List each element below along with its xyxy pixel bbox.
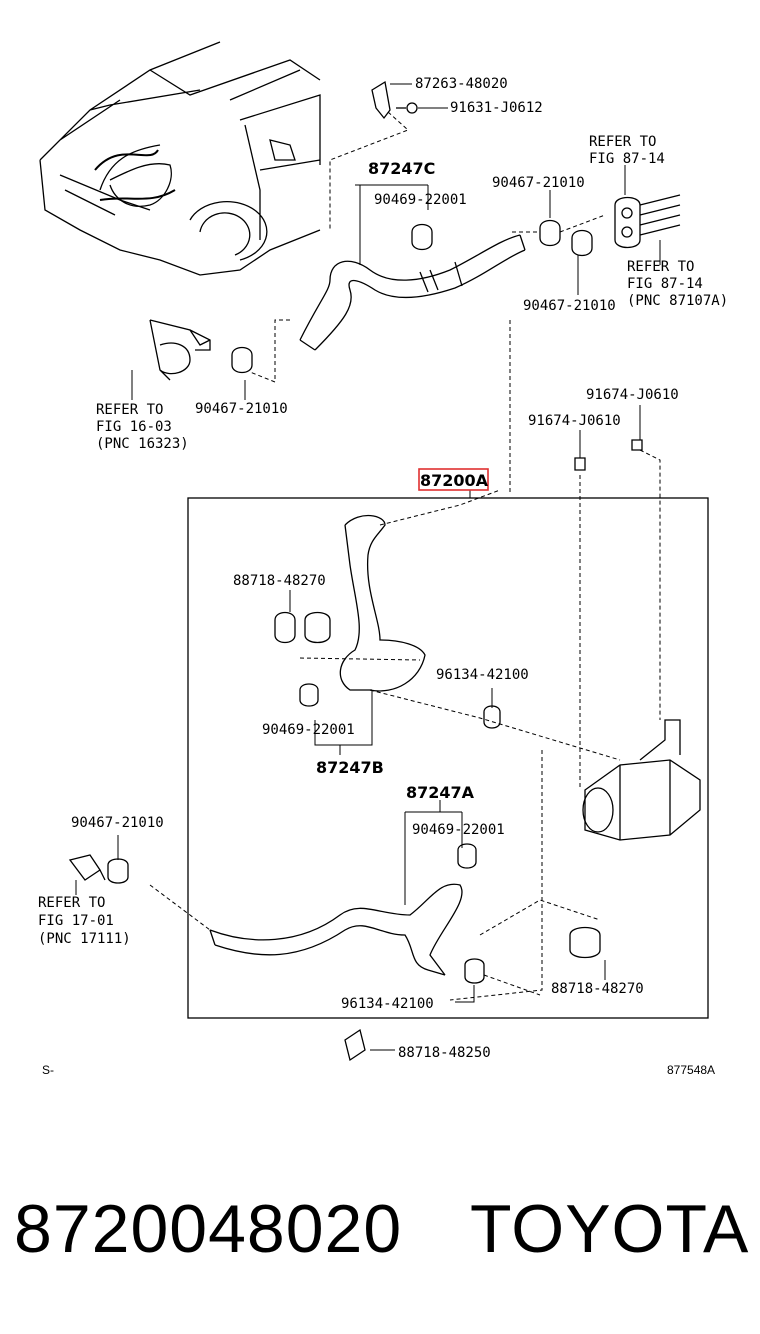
refer-note: FIG 16-03 xyxy=(96,419,172,435)
diagram-code-right: 877548A xyxy=(667,1063,715,1077)
callout-label: 91674-J0610 xyxy=(586,387,679,403)
callout-label: 91674-J0610 xyxy=(528,413,621,429)
callout-label: 90467-21010 xyxy=(523,298,616,314)
hose-87247c xyxy=(299,234,526,351)
bracket-icon xyxy=(371,80,391,120)
connector-icon xyxy=(614,194,681,249)
refer-note: REFER TO xyxy=(589,134,656,150)
part-number: 8720048020 xyxy=(14,1191,403,1267)
callout-label: 90467-21010 xyxy=(71,815,164,831)
hose-87247b xyxy=(339,514,426,692)
callout-label: 90469-22001 xyxy=(374,192,467,208)
callout-label: 88718-48250 xyxy=(398,1045,491,1061)
fitting-icon xyxy=(68,854,106,881)
refer-note: (PNC 87107A) xyxy=(627,293,728,309)
refer-note: REFER TO xyxy=(38,895,105,911)
diagram-svg: 87263-48020 91631-J0612 87247C 90469-220… xyxy=(38,41,728,1077)
callout-label: 87247B xyxy=(316,758,384,777)
refer-note: FIG 87-14 xyxy=(589,151,665,167)
hose-87247a xyxy=(209,883,463,976)
callout-label: 90467-21010 xyxy=(492,175,585,191)
refer-note: REFER TO xyxy=(96,402,163,418)
callout-label: 87247C xyxy=(368,159,435,178)
refer-note: (PNC 16323) xyxy=(96,436,189,452)
hose-clamp-icon xyxy=(107,611,601,1062)
callout-label: 90469-22001 xyxy=(412,822,505,838)
highlight-box xyxy=(418,468,489,491)
refer-note: (PNC 17111) xyxy=(38,931,131,947)
refer-note: FIG 87-14 xyxy=(627,276,703,292)
callout-label: 87247A xyxy=(406,783,475,802)
heater-unit-icon xyxy=(582,719,701,841)
callout-label: 88718-48270 xyxy=(551,981,644,997)
bolt-icon xyxy=(406,102,418,114)
clamp-icon xyxy=(231,219,593,374)
callout-label: 87263-48020 xyxy=(415,76,508,92)
callout-label: 91631-J0612 xyxy=(450,100,543,116)
callout-label-highlighted: 87200A xyxy=(420,471,489,490)
diagram-code-left: S- xyxy=(42,1063,54,1077)
bolt-icon xyxy=(574,439,643,471)
brand-name: TOYOTA xyxy=(470,1191,750,1267)
refer-note: REFER TO xyxy=(627,259,694,275)
callout-label: 88718-48270 xyxy=(233,573,326,589)
assembly-box xyxy=(187,497,709,1019)
callout-label: 96134-42100 xyxy=(341,996,434,1012)
refer-note: FIG 17-01 xyxy=(38,913,114,929)
engine-fitting-icon xyxy=(149,319,211,381)
callout-label: 90467-21010 xyxy=(195,401,288,417)
vehicle-illustration xyxy=(39,41,321,276)
callout-label: 90469-22001 xyxy=(262,722,355,738)
callout-label: 96134-42100 xyxy=(436,667,529,683)
